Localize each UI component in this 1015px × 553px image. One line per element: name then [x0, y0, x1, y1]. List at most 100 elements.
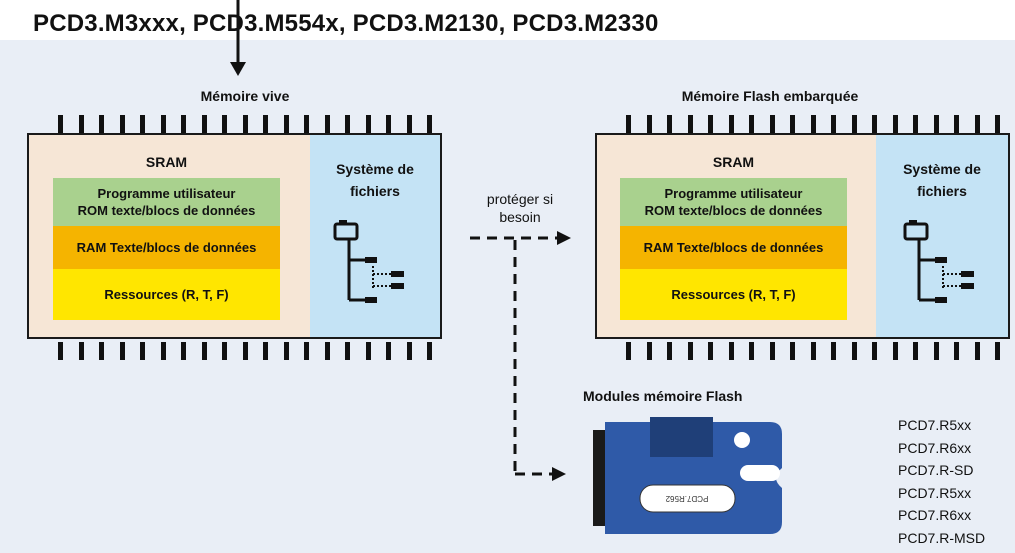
right-sram-label: SRAM — [712, 154, 755, 170]
chip-pin — [687, 342, 693, 360]
chip-pin — [304, 115, 309, 133]
right-chip-heading: Mémoire Flash embarquée — [681, 88, 859, 104]
chip-pin — [646, 115, 652, 133]
chip-pin — [201, 342, 207, 360]
folder-tree-icon — [333, 220, 404, 303]
chip-pin — [427, 342, 432, 360]
chip-pin — [851, 342, 857, 360]
modules-label: Modules mémoire Flash — [583, 388, 743, 404]
chip-pin — [386, 342, 391, 360]
right-file-system — [876, 133, 1010, 339]
chip-pin — [119, 342, 125, 360]
chip-pin — [99, 115, 104, 133]
chip-pin — [283, 342, 289, 360]
product-item: PCD7.R5xx — [898, 417, 972, 433]
left-resources-block: Ressources (R, T, F) — [53, 269, 280, 320]
chip-pin — [872, 342, 877, 360]
chip-pin — [933, 342, 939, 360]
chip-pin — [222, 342, 227, 360]
right-ram-block: RAM Texte/blocs de données — [620, 226, 847, 269]
chip-pin — [181, 342, 186, 360]
chip-pin — [324, 115, 330, 133]
chip-pin — [406, 342, 412, 360]
right-chip-bottom-pins — [626, 342, 1000, 360]
left-chip-top-pins — [58, 115, 432, 133]
page-title: PCD3.M3xxx, PCD3.M554x, PCD3.M2130, PCD3… — [33, 10, 659, 37]
chip-pin — [345, 115, 350, 133]
left-chip-heading: Mémoire vive — [200, 88, 290, 104]
chip-pin — [201, 115, 207, 133]
chip-pin — [728, 115, 734, 133]
chip-pin — [974, 342, 980, 360]
chip-pin — [872, 115, 877, 133]
chip-pin — [892, 115, 898, 133]
chip-pin — [427, 115, 432, 133]
left-file-system — [310, 133, 442, 339]
chip-pin — [769, 342, 775, 360]
chip-pin — [831, 342, 836, 360]
chip-pin — [790, 115, 795, 133]
chip-pin — [78, 342, 84, 360]
product-item: PCD7.R6xx — [898, 507, 972, 523]
chip-pin — [667, 115, 672, 133]
chip-pin — [242, 115, 248, 133]
chip-pin — [406, 115, 412, 133]
right-program-block: Programme utilisateur ROM texte/blocs de… — [620, 178, 847, 226]
chip-pin — [140, 342, 145, 360]
chip-pin — [933, 115, 939, 133]
chip-pin — [749, 342, 754, 360]
chip-pin — [222, 115, 227, 133]
card-label-text: PCD7.R562 — [665, 494, 708, 503]
chip-pin — [913, 115, 918, 133]
left-fs-label: Système de fichiers — [336, 161, 414, 199]
chip-pin — [304, 342, 309, 360]
chip-pin — [58, 342, 63, 360]
chip-pin — [810, 115, 816, 133]
chip-pin — [708, 342, 713, 360]
right-resources-block: Ressources (R, T, F) — [620, 269, 847, 320]
chip-pin — [995, 342, 1000, 360]
chip-pin — [954, 115, 959, 133]
chip-pin — [995, 115, 1000, 133]
chip-pin — [263, 342, 268, 360]
dashed-arrow-icon — [513, 240, 566, 481]
product-item: PCD7.R-SD — [898, 462, 974, 478]
chip-pin — [160, 115, 166, 133]
chip-pin — [892, 342, 898, 360]
chip-pin — [58, 115, 63, 133]
left-sram-label: SRAM — [145, 154, 188, 170]
chip-pin — [386, 115, 391, 133]
chip-pin — [954, 342, 959, 360]
chip-pin — [974, 115, 980, 133]
chip-pin — [913, 342, 918, 360]
chip-pin — [119, 115, 125, 133]
chip-pin — [667, 342, 672, 360]
chip-pin — [810, 342, 816, 360]
chip-pin — [626, 342, 631, 360]
chip-pin — [646, 342, 652, 360]
product-item: PCD7.R-MSD — [898, 529, 986, 546]
left-program-block: Programme utilisateur ROM texte/blocs de… — [53, 178, 280, 226]
chip-pin — [728, 342, 734, 360]
chip-pin — [831, 115, 836, 133]
left-ram-block: RAM Texte/blocs de données — [53, 226, 280, 269]
product-list: PCD7.R5xx PCD7.R6xx PCD7.R-SD PCD7.R5xx … — [898, 414, 985, 549]
chip-pin — [263, 115, 268, 133]
chip-pin — [769, 115, 775, 133]
chip-pin — [181, 115, 186, 133]
chip-pin — [99, 342, 104, 360]
chip-pin — [626, 115, 631, 133]
chip-pin — [365, 115, 371, 133]
chip-pin — [708, 115, 713, 133]
chip-pin — [283, 115, 289, 133]
chip-pin — [345, 342, 350, 360]
folder-tree-icon — [903, 220, 974, 303]
chip-pin — [365, 342, 371, 360]
chip-pin — [160, 342, 166, 360]
chip-pin — [140, 115, 145, 133]
flash-card-icon: PCD7.R562 — [593, 417, 782, 534]
left-chip-bottom-pins — [58, 342, 432, 360]
dashed-arrow-icon — [470, 231, 571, 245]
right-fs-label: Système de fichiers — [903, 161, 981, 199]
